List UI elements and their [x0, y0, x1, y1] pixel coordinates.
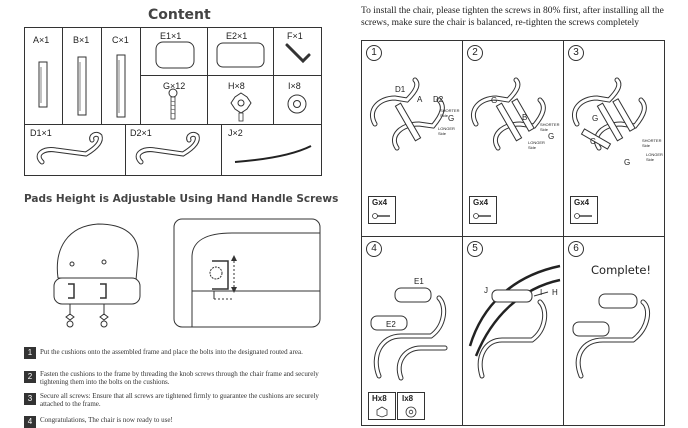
screw-icon — [574, 213, 592, 219]
panel-1-label-d1: D1 — [395, 85, 406, 94]
panel-number-5: 5 — [467, 241, 483, 257]
step-text-3: Secure all screws: Ensure that all screw… — [40, 392, 319, 408]
panel-5-illustration — [468, 264, 561, 379]
part-drawing-g — [168, 88, 178, 120]
panel-4-label-e2: E2 — [386, 320, 396, 329]
part-label-i: I×8 — [288, 81, 301, 91]
part-drawing-e1 — [155, 41, 195, 69]
part-drawing-d2 — [135, 131, 200, 165]
panel-4-illustration — [370, 287, 448, 381]
panel-number-3: 3 — [568, 45, 584, 61]
screw-icon — [473, 213, 491, 219]
step-number-1: 1 — [24, 347, 36, 359]
panel-number-2: 2 — [467, 45, 483, 61]
panel-4-hardware-box-i — [397, 392, 425, 420]
panel-1-hardware-box — [368, 196, 396, 224]
panel-3-label-shorter: SHORTER Side — [642, 138, 662, 148]
knob-icon — [376, 406, 388, 418]
step-text-4: Congratulations, The chair is now ready … — [40, 416, 173, 424]
panel-1-label-g: G — [448, 114, 455, 123]
panel-1-illustration — [370, 77, 445, 151]
step-number-3: 3 — [24, 393, 36, 405]
panel-3-label-c: C — [590, 137, 596, 146]
panel-4-hardware-label-i: Ix8 — [402, 394, 414, 403]
screw-icon — [372, 213, 390, 219]
part-label-c: C×1 — [112, 35, 129, 45]
panel-2-illustration — [471, 77, 546, 151]
panel-2-hardware-box — [469, 196, 497, 224]
panel-2-label-longer: LONGER Side — [528, 140, 545, 150]
panel-2-hardware-label: Gx4 — [473, 198, 489, 207]
panel-5-label-h: H — [552, 288, 558, 297]
panel-3-hardware-label: Gx4 — [574, 198, 590, 207]
pad-detail-illustration — [173, 218, 321, 328]
part-label-b: B×1 — [73, 35, 90, 45]
panel-5-label-i: I — [540, 288, 543, 297]
panel-number-1: 1 — [366, 45, 382, 61]
part-label-d1: D1×1 — [30, 128, 52, 138]
panel-2-label-g: G — [491, 96, 498, 105]
part-label-a: A×1 — [33, 35, 50, 45]
panel-number-6: 6 — [568, 241, 584, 257]
part-label-h: H×8 — [228, 81, 245, 91]
step-text-2: Fasten the cushions to the frame by thre… — [40, 370, 319, 386]
content-title: Content — [148, 7, 211, 23]
panel-6-illustration — [572, 293, 651, 379]
panel-number-4: 4 — [366, 241, 382, 257]
panel-2-label-g2: G — [548, 132, 555, 141]
part-label-e1: E1×1 — [160, 31, 182, 41]
step-number-4: 4 — [24, 416, 36, 428]
part-drawing-a — [38, 61, 48, 108]
part-drawing-j — [234, 145, 312, 163]
panel-4-hardware-label-h: Hx8 — [372, 394, 387, 403]
step-text-1: Put the cushions onto the assembled fram… — [40, 348, 303, 356]
part-drawing-f — [285, 43, 311, 64]
part-drawing-b — [77, 56, 87, 116]
panel-2-label-shorter: SHORTER Side — [540, 122, 560, 132]
part-drawing-i — [287, 94, 307, 114]
panel-1-label-shorter: SHORTER Side — [440, 108, 460, 118]
complete-text: Complete! — [591, 263, 652, 277]
install-intro: To install the chair, please tighten the… — [361, 6, 664, 28]
panel-1-hardware-label: Gx4 — [372, 198, 388, 207]
part-label-e2: E2×1 — [226, 31, 248, 41]
panel-3-label-g2: G — [624, 158, 631, 167]
panel-3-hardware-box — [570, 196, 598, 224]
washer-icon — [405, 406, 417, 418]
part-drawing-e2 — [216, 42, 265, 68]
part-label-f: F×1 — [287, 31, 303, 41]
panel-1-label-d2: D2 — [433, 95, 444, 104]
panel-3-illustration — [572, 77, 647, 151]
panel-3-label-longer: LONGER Side — [646, 152, 663, 162]
part-cell-j — [221, 124, 322, 176]
panel-1-label-longer: LONGER Side — [438, 126, 455, 136]
panel-1-label-a: A — [417, 95, 423, 104]
part-label-j: J×2 — [228, 128, 243, 138]
part-label-g: G×12 — [163, 81, 186, 91]
part-drawing-h — [230, 92, 252, 122]
panel-2-label-b: B — [522, 113, 528, 122]
part-label-d2: D2×1 — [130, 128, 152, 138]
panel-5-label-j: J — [484, 286, 488, 295]
pads-title: Pads Height is Adjustable Using Hand Han… — [24, 193, 339, 205]
panel-3-label-g: G — [592, 114, 599, 123]
pad-illustration-left — [53, 223, 141, 328]
step-number-2: 2 — [24, 371, 36, 383]
panel-4-label-e1: E1 — [414, 277, 424, 286]
part-drawing-c — [116, 54, 126, 118]
part-drawing-d1 — [36, 131, 103, 165]
